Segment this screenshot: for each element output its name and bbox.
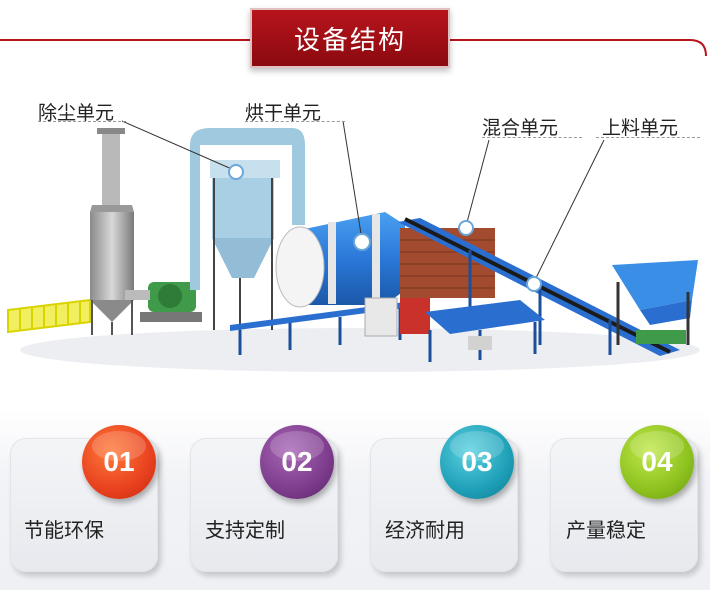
label-feeder-unit: 上料单元 bbox=[602, 117, 679, 139]
feature-label-2: 支持定制 bbox=[205, 518, 285, 542]
label-dust-unit: 除尘单元 bbox=[38, 102, 115, 124]
label-mixer-unit: 混合单元 bbox=[482, 117, 559, 139]
rotary-dryer bbox=[230, 212, 420, 355]
section-title: 设备结构 bbox=[293, 25, 406, 56]
section-title-badge: 设备结构 bbox=[250, 8, 450, 68]
header-frame bbox=[0, 39, 707, 57]
mixer bbox=[425, 300, 545, 362]
cyclone-separator bbox=[190, 128, 305, 330]
feature-label-1: 节能环保 bbox=[24, 518, 104, 542]
fence bbox=[7, 298, 91, 334]
feature-number-1: 01 bbox=[82, 425, 156, 499]
equipment-illustration bbox=[7, 120, 700, 372]
pointer-markers bbox=[228, 164, 542, 292]
feature-label-3: 经济耐用 bbox=[385, 518, 465, 542]
feeding-hopper bbox=[612, 260, 698, 345]
feature-number-4: 04 bbox=[620, 425, 694, 499]
label-mixer-underline bbox=[482, 137, 582, 138]
fan bbox=[125, 282, 202, 322]
feature-number-2: 02 bbox=[260, 425, 334, 499]
label-dryer-unit: 烘干单元 bbox=[245, 102, 322, 124]
dust-collector bbox=[90, 128, 134, 335]
feature-number-3: 03 bbox=[440, 425, 514, 499]
feature-label-4: 产量稳定 bbox=[566, 518, 646, 542]
control-cabinets bbox=[364, 294, 430, 337]
label-dryer-underline bbox=[245, 121, 345, 122]
label-dust-underline bbox=[38, 121, 126, 122]
pointer-lines bbox=[121, 120, 605, 283]
label-feeder-underline bbox=[596, 137, 700, 138]
